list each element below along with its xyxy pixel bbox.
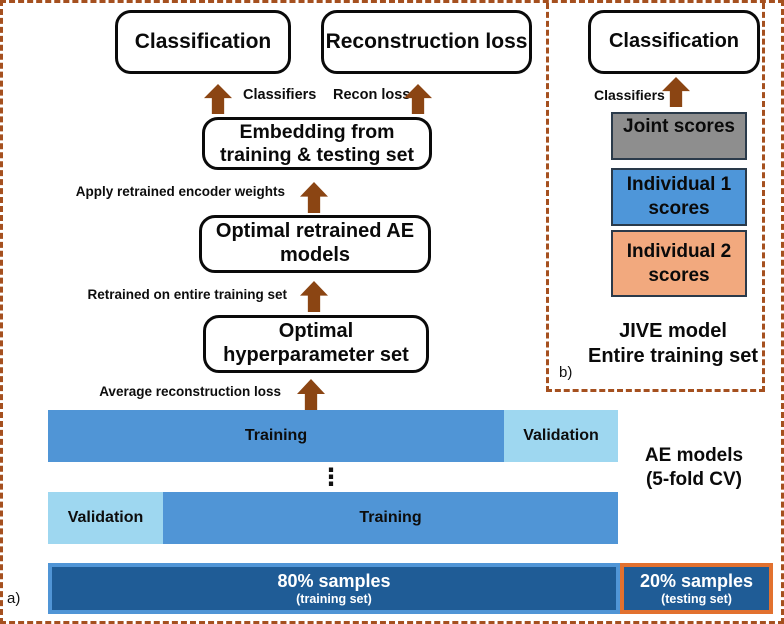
individual2-line1: Individual 2 <box>626 240 732 262</box>
cv-fold2-bar: Validation Training <box>48 492 618 544</box>
jive-caption-line2: Entire training set <box>587 345 759 367</box>
optimal-hyperparameter-box: Optimal hyperparameter set <box>203 315 429 373</box>
fold1-validation-label: Validation <box>523 427 599 444</box>
train-split-title: 80% samples <box>277 570 391 591</box>
classifiers-annotation-b: Classifiers <box>594 87 665 103</box>
up-arrow-icon <box>204 84 232 114</box>
classification-label-a: Classification <box>134 29 272 53</box>
fold2-validation-segment: Validation <box>48 492 163 544</box>
recon-loss-annotation: Recon loss <box>333 87 411 103</box>
jive-caption: JIVE model Entire training set <box>573 319 773 369</box>
fold2-training-label: Training <box>359 509 422 526</box>
individual1-line1: Individual 1 <box>626 174 732 196</box>
classification-label-b: Classification <box>608 30 740 53</box>
reconstruction-loss-label: Reconstruction loss <box>325 29 528 53</box>
individual2-line2: scores <box>648 264 710 286</box>
cv-fold1-bar: Training Validation <box>48 410 618 462</box>
train-split-sub: (training set) <box>296 591 372 606</box>
ae-models-caption: AE models (5-fold CV) <box>628 444 760 492</box>
fold2-training-segment: Training <box>163 492 618 544</box>
up-arrow-icon <box>300 281 328 312</box>
panel-b-label: b) <box>559 364 573 381</box>
fold1-training-label: Training <box>244 427 308 444</box>
classification-box-b: Classification <box>588 10 760 74</box>
up-arrow-icon <box>662 77 690 107</box>
individual1-scores-box: Individual 1 scores <box>611 168 747 226</box>
test-split-title: 20% samples <box>639 570 754 591</box>
individual2-scores-box: Individual 2 scores <box>611 230 747 297</box>
train-split-segment: 80% samples (training set) <box>48 563 620 614</box>
apply-weights-annotation: Apply retrained encoder weights <box>75 184 285 199</box>
jive-caption-line1: JIVE model <box>619 320 727 342</box>
classification-box-a: Classification <box>115 10 291 74</box>
embedding-line1: Embedding from <box>239 120 395 143</box>
ae-models-caption-line1: AE models <box>644 445 744 466</box>
up-arrow-icon <box>300 182 328 213</box>
test-split-sub: (testing set) <box>661 591 732 606</box>
avg-recon-annotation: Average reconstruction loss <box>99 384 281 399</box>
fold1-validation-segment: Validation <box>504 410 618 462</box>
test-split-segment: 20% samples (testing set) <box>620 563 773 614</box>
optimal-retrained-box: Optimal retrained AE models <box>199 215 431 273</box>
embedding-box: Embedding from training & testing set <box>202 117 432 170</box>
classifiers-annotation-a: Classifiers <box>243 87 317 103</box>
fold1-training-segment: Training <box>48 410 504 462</box>
ae-models-caption-line2: (5-fold CV) <box>645 468 743 490</box>
embedding-line2: training & testing set <box>220 143 414 166</box>
panel-a-label: a) <box>7 590 21 607</box>
hyper-line1: Optimal <box>278 320 354 343</box>
retrained-line2: models <box>279 244 351 266</box>
up-arrow-icon <box>297 379 325 411</box>
retrained-line1: Optimal retrained AE <box>215 220 415 243</box>
individual1-line2: scores <box>648 198 710 219</box>
hyper-line2: hyperparameter set <box>223 344 409 366</box>
joint-scores-box: Joint scores <box>611 112 747 160</box>
joint-scores-label: Joint scores <box>623 116 735 137</box>
fold2-validation-label: Validation <box>67 509 144 526</box>
retrain-entire-annotation: Retrained on entire training set <box>87 287 287 302</box>
reconstruction-loss-box: Reconstruction loss <box>321 10 532 74</box>
vertical-ellipsis: ⋮ <box>319 463 343 491</box>
